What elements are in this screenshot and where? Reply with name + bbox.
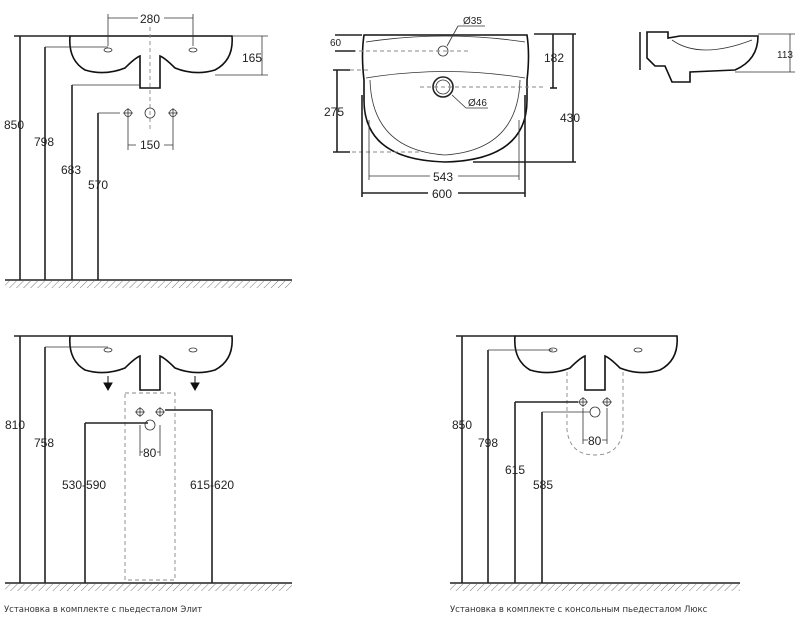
dim-683: 683: [61, 163, 81, 177]
dim-280: 280: [140, 12, 160, 26]
basin-plan: [361, 34, 530, 163]
dim-543: 543: [433, 170, 453, 184]
dim-80: 80: [143, 446, 157, 460]
dim-430: 430: [560, 111, 580, 125]
plan-view: 60 Ø35 182 275 Ø46 430 543 600: [324, 16, 580, 201]
dim-810: 810: [5, 418, 25, 432]
side-view: 113: [639, 31, 795, 83]
dim-758: 758: [34, 436, 54, 450]
dim-615: 615: [505, 463, 525, 477]
caption-elit: Установка в комплекте с пьедесталом Элит: [4, 605, 202, 615]
dim-165: 165: [242, 51, 262, 65]
dim-615-620: 615-620: [190, 478, 234, 492]
dim-600: 600: [432, 187, 452, 201]
pedestal-outline: [124, 392, 176, 581]
dim-182: 182: [544, 51, 564, 65]
mount-hole-icon: [122, 107, 134, 119]
dim-113: 113: [777, 50, 793, 61]
dim-60: 60: [330, 38, 342, 49]
dim-850: 850: [4, 118, 24, 132]
dim-530-590: 530-590: [62, 478, 106, 492]
console-pedestal-outline: [566, 372, 624, 456]
tap-holes: [103, 47, 198, 53]
basin-side: [646, 31, 759, 83]
dim-798: 798: [34, 135, 54, 149]
pedestal-lux-view: 850 798 615 585 80 Установка в комплекте…: [450, 335, 740, 615]
dim-80: 80: [588, 434, 602, 448]
dim-dia46: Ø46: [468, 98, 487, 109]
dim-585: 585: [533, 478, 553, 492]
drain-hole-icon: [432, 76, 454, 98]
mount-hole-icon: [167, 107, 179, 119]
basin-front: [68, 35, 233, 89]
floor-hatch: [5, 281, 292, 288]
dim-850: 850: [452, 418, 472, 432]
dim-570: 570: [88, 178, 108, 192]
drain-hole-icon: [144, 107, 156, 119]
dim-275: 275: [324, 105, 344, 119]
dim-dia35: Ø35: [463, 16, 482, 27]
pedestal-elit-view: 810 758 530-590 615-620 80 Установка в к…: [4, 335, 292, 615]
dim-798: 798: [478, 436, 498, 450]
arrow-down-icon: [190, 376, 200, 392]
caption-lux: Установка в комплекте с консольным пьеде…: [450, 605, 708, 615]
dim-150: 150: [140, 138, 160, 152]
arrow-down-icon: [103, 376, 113, 392]
front-elevation-view: 850 798 683 570 280 165 150: [4, 11, 292, 288]
